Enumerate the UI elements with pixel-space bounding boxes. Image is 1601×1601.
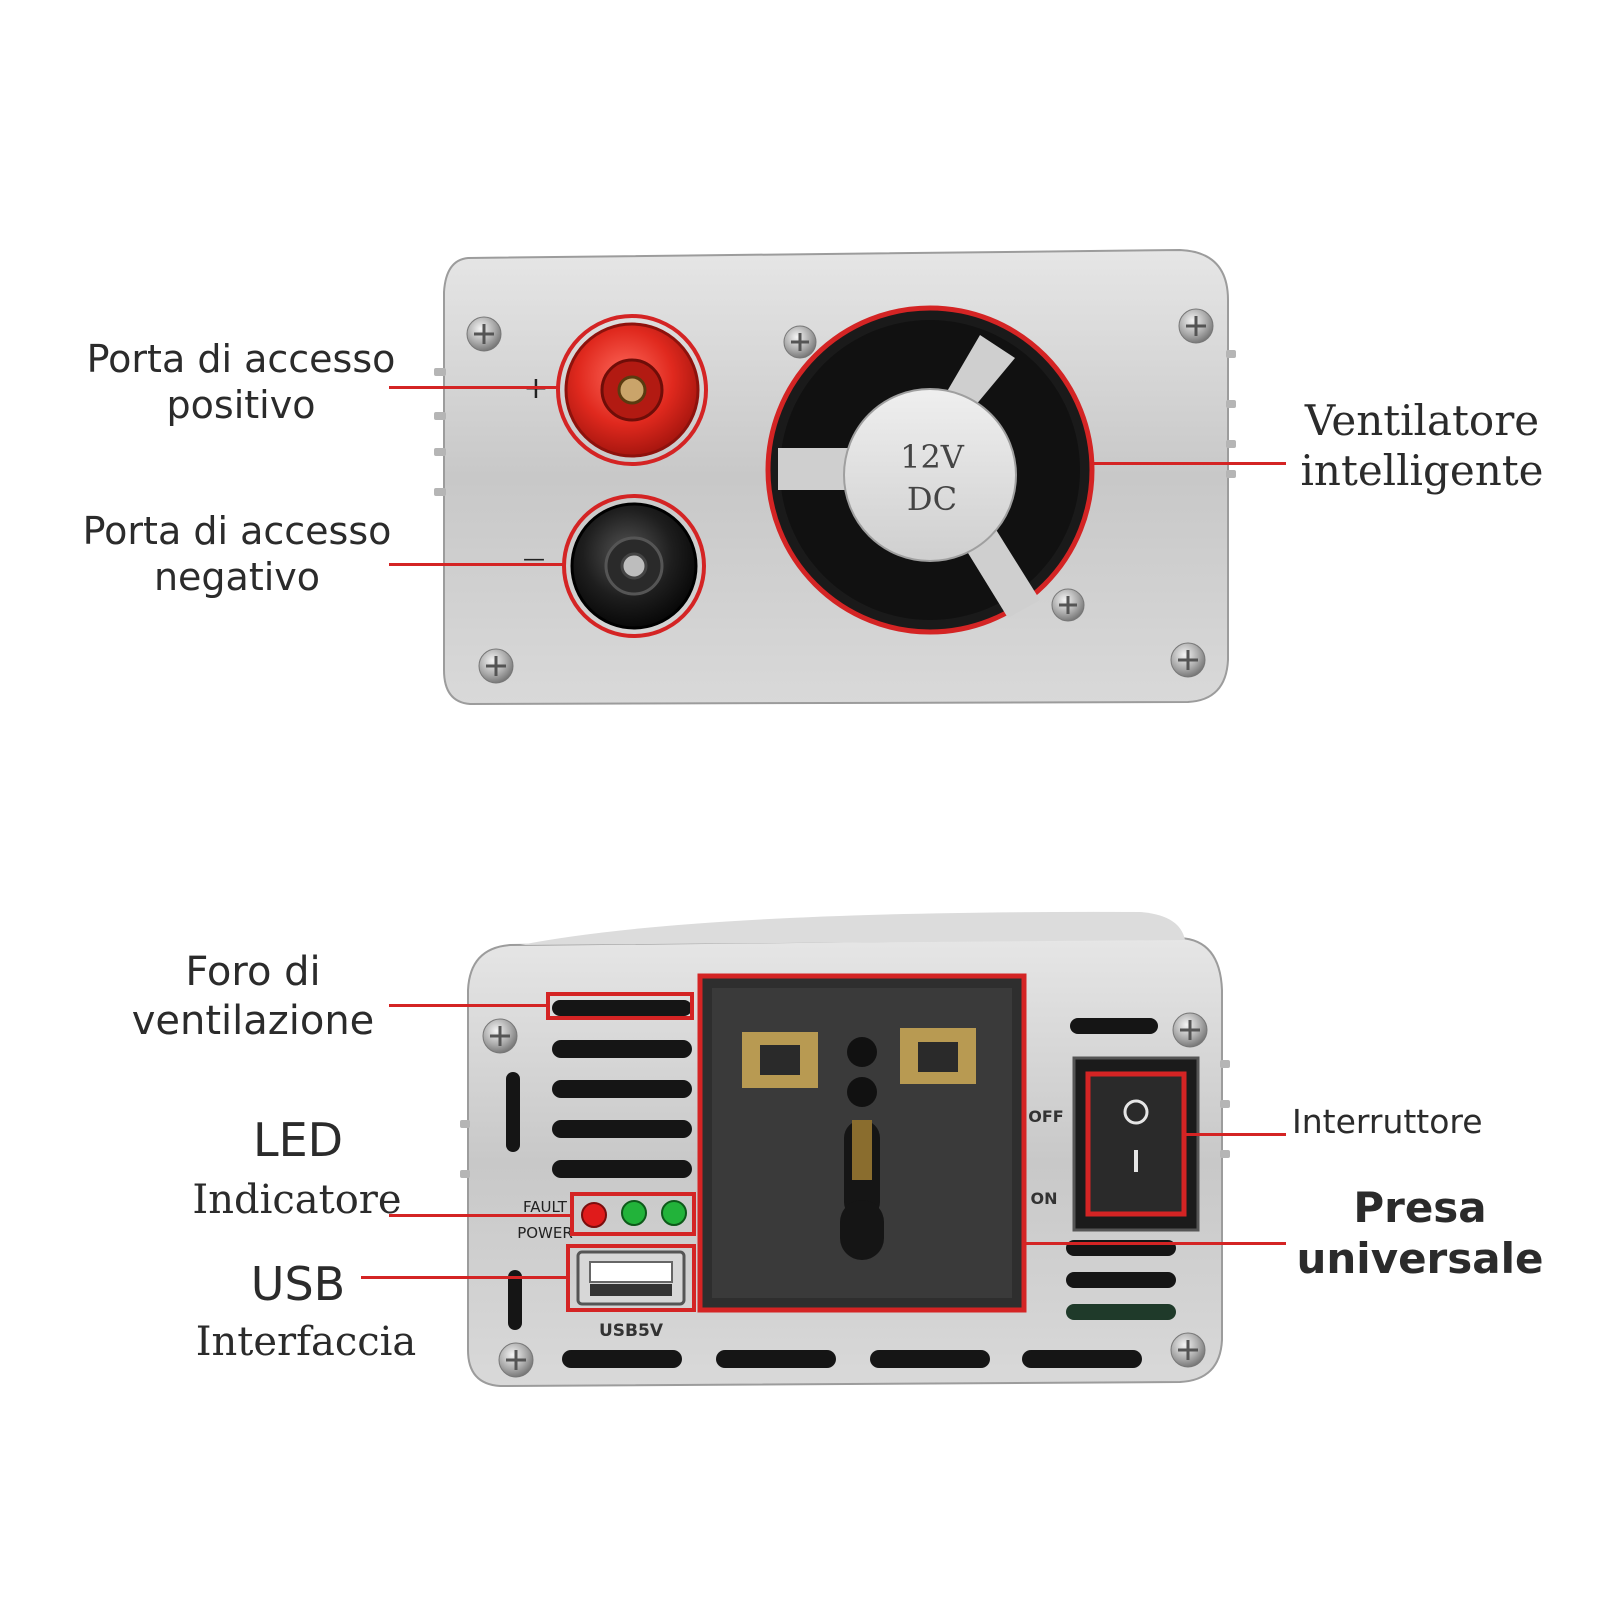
label-switch: Interruttore [1292,1102,1483,1141]
label-led-subtitle: Indicatore [192,1177,402,1223]
label-socket-line1: Presa [1353,1183,1487,1232]
label-positive-line1: Porta di accesso [86,337,396,381]
positive-terminal [556,314,708,466]
callout-line-vent [389,1004,549,1007]
led-red [581,1202,607,1228]
callout-line-positive [389,386,559,389]
fan-icon: 12V DC [765,305,1095,635]
callout-line-fan [1090,462,1286,465]
screw-icon [1178,308,1214,344]
callout-line-switch [1184,1133,1286,1136]
label-fan-line1: Ventilatore [1304,396,1540,445]
label-vent-hole: Foro di ventilazione [108,948,398,1046]
fan-dc-text: DC [907,480,957,518]
label-fan-line2: intelligente [1300,445,1544,495]
negative-terminal [562,494,706,638]
bottom-side-fins [460,1060,1230,1178]
minus-mark: — [523,547,545,572]
label-positive-line2: positivo [166,383,316,428]
callout-line-led [389,1214,573,1217]
top-side-fins [434,350,1236,496]
callout-line-negative [389,563,563,566]
label-usb-title: USB [250,1257,346,1311]
screw-icon [498,1342,534,1378]
fan-voltage-text: 12V [900,438,965,476]
screw-icon [1051,588,1085,622]
screw-icon [1170,1332,1206,1368]
label-negative-port: Porta di accesso negativo [56,508,418,601]
screw-icon [1170,642,1206,678]
label-usb-subtitle: Interfaccia [195,1319,417,1365]
label-smart-fan: Ventilatore intelligente [1282,396,1562,495]
label-vent-line1: Foro di [185,949,321,995]
label-led-title: LED [252,1113,344,1167]
led-green [661,1200,687,1226]
label-socket: Presa universale [1292,1182,1548,1284]
off-label: OFF [1028,1107,1063,1126]
on-label: ON [1031,1189,1058,1208]
label-vent-line2: ventilazione [131,997,375,1044]
universal-socket [697,973,1027,1313]
led-green [621,1200,647,1226]
screw-icon [466,316,502,352]
screw-icon [783,325,817,359]
callout-line-socket [1024,1242,1286,1245]
label-socket-line2: universale [1296,1234,1544,1284]
fault-label: FAULT [523,1198,568,1216]
screw-icon [482,1018,518,1054]
vent-slots [506,1000,1176,1368]
usb-port [566,1244,696,1312]
label-positive-port: Porta di accesso positivo [60,336,422,429]
power-label: POWER [517,1224,573,1242]
label-negative-line1: Porta di accesso [82,509,392,553]
top-panel: + — 12V DC [434,248,1236,706]
bottom-panel: OFF ON FAULT POWER USB5V [460,911,1230,1388]
screw-icon [1172,1012,1208,1048]
callout-line-usb [361,1276,569,1279]
usb5v-label: USB5V [599,1321,664,1341]
label-negative-line2: negativo [153,555,321,600]
screw-icon [478,648,514,684]
power-switch [1072,1056,1200,1232]
